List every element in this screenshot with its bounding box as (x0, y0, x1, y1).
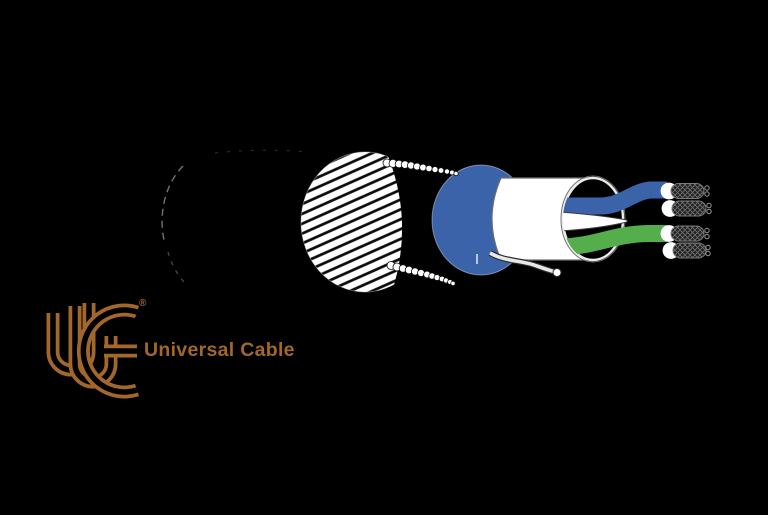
conductor-ends (660, 182, 712, 259)
drain-wire (488, 250, 562, 277)
uc-monogram-icon (46, 303, 139, 399)
separator-tape (563, 211, 628, 232)
brand-wordmark: Universal Cable (144, 339, 295, 361)
conductor-end-black-2 (662, 242, 711, 259)
conductor-end-blue (660, 182, 710, 200)
sheath-highlight-arc (161, 165, 184, 241)
conductor-end-green (660, 225, 710, 242)
pair1-blue-insulated-wire (563, 181, 667, 215)
sheath-highlight-arc-lower (167, 251, 187, 285)
cable-core (563, 181, 667, 256)
armor-wire-end-dots (382, 158, 459, 286)
drain-wire-tip (552, 268, 562, 277)
registered-trademark-icon: ® (139, 298, 147, 309)
brand-logo: ® Universal Cable (46, 298, 295, 399)
conductor-end-black-1 (661, 200, 712, 217)
sheath-top-edge (214, 149, 311, 154)
